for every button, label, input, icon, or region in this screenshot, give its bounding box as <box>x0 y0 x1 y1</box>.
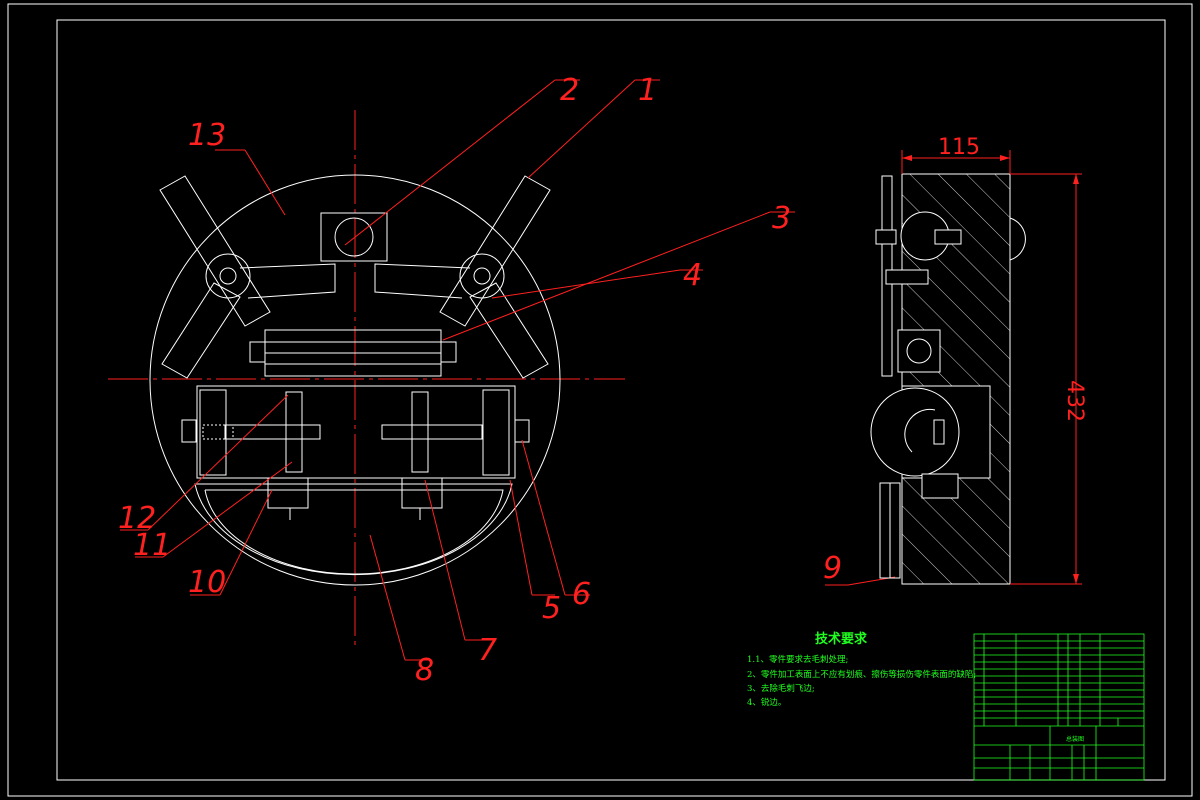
dimension-width: 115 <box>938 135 980 160</box>
side-gear <box>897 329 941 373</box>
right-lower-arm <box>469 282 549 379</box>
callout-8: 8 <box>415 653 434 688</box>
inner-drawing-frame <box>56 19 1166 781</box>
title-block: 总装图 <box>973 633 1145 781</box>
callout-5: 5 <box>542 591 561 626</box>
callout-1: 1 <box>638 73 657 108</box>
left-shaft <box>224 424 321 440</box>
right-link <box>374 263 471 299</box>
right-upper-arm <box>439 175 551 327</box>
dimension-height: 432 <box>1062 380 1087 422</box>
dimensions: 115 432 <box>901 135 1087 585</box>
left-lower-arm <box>161 282 241 379</box>
callout-9: 9 <box>823 551 842 586</box>
tech-req-line-1: 1.1、零件要求去毛刺处理; <box>747 654 848 665</box>
cylinder-left-cap <box>249 341 266 363</box>
callout-4: 4 <box>683 258 702 293</box>
main-view <box>108 110 625 645</box>
center-motor-shaft <box>334 217 374 257</box>
technical-requirements: 技术要求 1.1、零件要求去毛刺处理; 2、零件加工表面上不应有划痕、擦伤等损伤… <box>747 631 976 708</box>
callout-labels: 1 2 3 4 5 6 7 8 9 10 11 12 13 <box>118 73 842 688</box>
callout-3: 3 <box>772 201 791 236</box>
tech-req-line-2: 2、零件加工表面上不应有划痕、擦伤等损伤零件表面的缺陷; <box>747 669 976 680</box>
callout-7: 7 <box>478 633 497 668</box>
left-upper-arm <box>159 175 271 327</box>
left-pivot <box>205 253 251 299</box>
center-motor-housing <box>320 212 388 262</box>
left-link <box>239 263 336 299</box>
bottom-skirt-outer <box>194 483 513 576</box>
tech-req-title: 技术要求 <box>815 631 868 647</box>
leader-lines <box>120 79 896 661</box>
right-shaft <box>381 424 483 440</box>
callout-12: 12 <box>118 501 156 536</box>
side-wheel <box>870 387 960 477</box>
right-pivot <box>459 253 505 299</box>
left-wheel <box>285 391 303 473</box>
callout-2: 2 <box>560 73 579 108</box>
lower-frame <box>196 385 516 479</box>
callout-10: 10 <box>188 565 226 600</box>
tech-req-line-4: 4、锐边。 <box>747 697 786 708</box>
cylinder-right-cap <box>440 341 457 363</box>
main-disc <box>149 174 561 586</box>
title-block-drawing-label: 总装图 <box>1066 735 1084 743</box>
bottom-skirt-inner <box>204 489 504 575</box>
outer-sheet-border <box>7 3 1193 797</box>
title-block-frame <box>973 633 1145 781</box>
side-view <box>870 173 1026 585</box>
right-drive-motor <box>401 477 443 509</box>
callout-13: 13 <box>188 118 226 153</box>
callout-6: 6 <box>572 577 591 612</box>
tech-req-line-3: 3、去除毛刺飞边; <box>747 683 815 694</box>
callout-11: 11 <box>133 528 171 563</box>
right-wheel <box>411 391 429 473</box>
left-drive-motor <box>267 477 309 509</box>
